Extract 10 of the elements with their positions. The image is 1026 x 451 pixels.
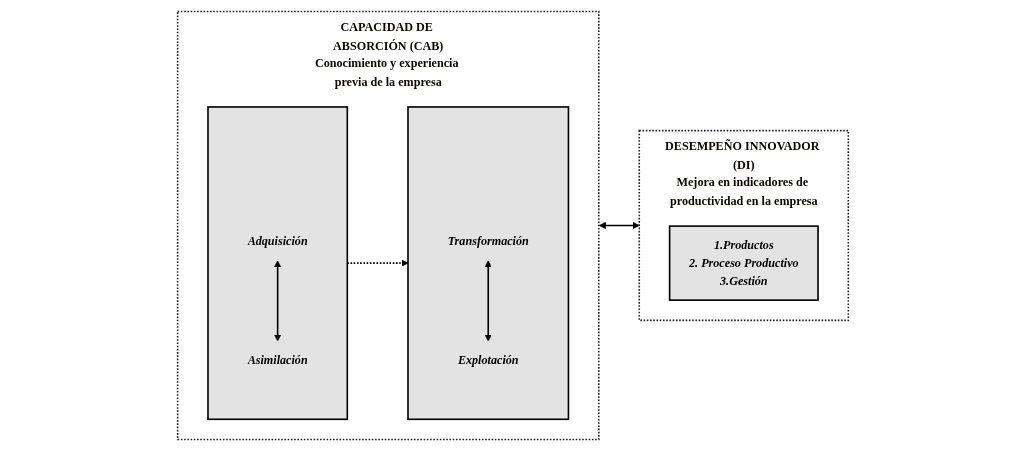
node-text: Explotación [457,353,519,367]
arrow [598,221,640,230]
arrow [274,260,282,342]
cluster [207,106,349,421]
node-text: Adquisición [247,234,308,248]
cluster [407,106,570,421]
node-text: Transformación [447,234,529,248]
arrow [484,260,492,342]
node-box: 1.Productos 2. Proceso Productivo 3.Gestión [668,225,819,301]
node-text: Asimilación [247,353,308,367]
